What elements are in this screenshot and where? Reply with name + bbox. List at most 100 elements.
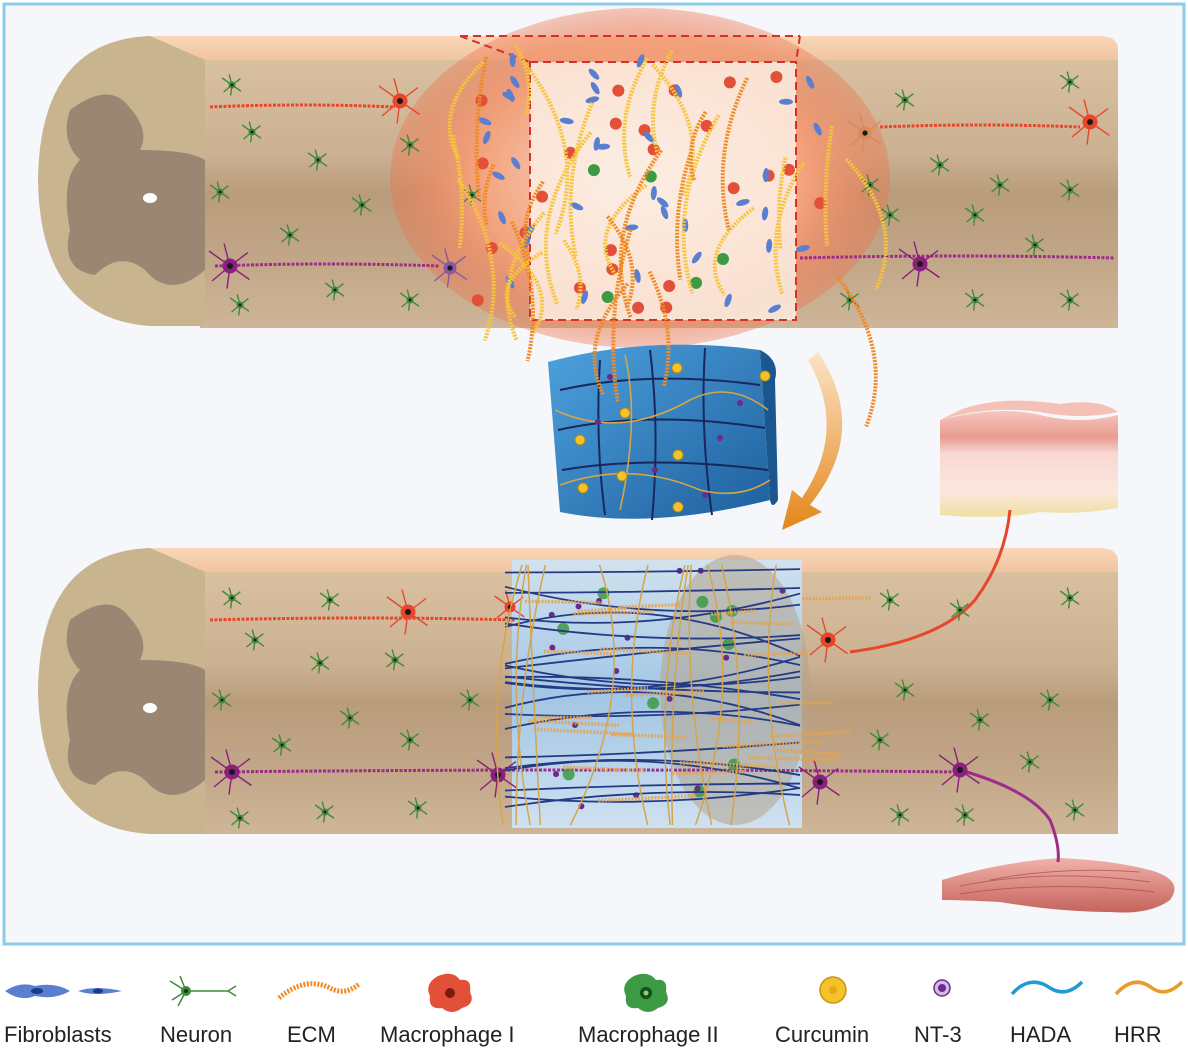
- fibroblast: [643, 131, 655, 143]
- fibroblast: [502, 91, 516, 101]
- legend-label-hrr: HRR: [1114, 1022, 1162, 1047]
- legend-label-macrophage-2: Macrophage II: [578, 1022, 719, 1047]
- fibroblast: [624, 224, 639, 231]
- neuron-green: [989, 174, 1010, 196]
- ecm-fiber: [562, 239, 583, 311]
- fibroblast: [509, 53, 516, 68]
- nucleus: [408, 298, 412, 302]
- aligned-ecm-fiber: [672, 769, 747, 776]
- neuron-green: [407, 797, 428, 819]
- nucleus: [817, 779, 823, 785]
- fibroblast: [478, 117, 492, 126]
- neuron-purple: [938, 747, 980, 793]
- ecm-fiber: [450, 134, 464, 249]
- macrophage-2: [647, 697, 660, 710]
- ecm-fiber: [504, 250, 543, 319]
- hrr-fiber: [767, 564, 791, 826]
- macrophage-2: [601, 291, 614, 304]
- ecm-fiber: [688, 110, 708, 182]
- neuron-green: [221, 587, 242, 609]
- macrophage-1: [632, 301, 645, 314]
- fibroblast: [498, 211, 506, 225]
- hada-fiber: [504, 675, 801, 694]
- fibroblast: [511, 157, 521, 170]
- fibroblast: [691, 251, 702, 264]
- neuron-green: [384, 649, 405, 671]
- neuron-green: [1064, 799, 1085, 821]
- ecm-fiber: [514, 44, 532, 117]
- legend: Fibroblasts Neuron ECM Macrophage I Macr…: [0, 952, 1188, 1052]
- legend-label-macrophage-1: Macrophage I: [380, 1022, 515, 1047]
- nucleus: [1068, 596, 1072, 600]
- nt3-dot: [613, 667, 620, 674]
- macrophage-1: [770, 70, 783, 83]
- nucleus: [280, 743, 284, 747]
- hada-fiber: [504, 782, 801, 792]
- lesion-outline: [529, 61, 797, 321]
- nucleus: [973, 213, 977, 217]
- nucleus: [468, 698, 472, 702]
- aligned-ecm-fiber: [747, 755, 839, 762]
- nucleus: [963, 813, 967, 817]
- nucleus: [888, 213, 892, 217]
- nucleus: [1048, 698, 1052, 702]
- ecm-fiber: [681, 114, 721, 295]
- neuron-purple: [431, 248, 468, 288]
- nucleus: [1068, 298, 1072, 302]
- nucleus: [903, 688, 907, 692]
- ecm-fiber: [773, 161, 806, 296]
- nt3-dot: [553, 771, 560, 778]
- aligned-ecm-fiber: [802, 596, 871, 601]
- nucleus: [227, 263, 233, 269]
- nucleus: [862, 130, 868, 136]
- ecm-fiber-icon: [277, 981, 361, 1000]
- nucleus: [220, 698, 224, 702]
- ecm-fiber: [622, 56, 650, 178]
- aligned-ecm-fiber: [769, 729, 853, 739]
- nucleus: [1087, 119, 1093, 125]
- ecm-fiber: [651, 50, 674, 155]
- nt3-dot: [575, 603, 582, 610]
- neuron-green: [839, 289, 860, 311]
- fibroblast: [510, 76, 520, 89]
- neuron-green: [954, 804, 975, 826]
- legend-label-neuron: Neuron: [160, 1022, 233, 1047]
- ecm-fiber: [651, 63, 695, 197]
- curcumin-icon: [819, 976, 847, 1004]
- aligned-ecm-fiber: [744, 651, 808, 658]
- macrophage-2-icon: [624, 973, 668, 1012]
- nucleus: [288, 233, 292, 237]
- neuron-green: [964, 204, 985, 226]
- hrr-fiber: [515, 564, 531, 826]
- neuron-green: [1039, 689, 1060, 711]
- nucleus: [957, 767, 963, 773]
- neuron-green: [894, 89, 915, 111]
- neuron-green: [969, 709, 990, 731]
- neuron-green: [1059, 179, 1080, 201]
- nucleus: [316, 158, 320, 162]
- aligned-ecm-fiber: [599, 646, 690, 656]
- neuron-green: [929, 154, 950, 176]
- macrophage-1: [485, 241, 498, 254]
- macrophage-1: [700, 119, 713, 132]
- neuron-green: [211, 689, 232, 711]
- fibroblast: [779, 98, 794, 105]
- fibroblast: [674, 84, 683, 98]
- macrophage-1: [663, 280, 676, 293]
- aligned-ecm-fiber: [598, 793, 696, 803]
- nt3-dot: [694, 785, 701, 792]
- macrophage-1: [647, 143, 660, 156]
- nucleus: [1068, 80, 1072, 84]
- fibroblast: [761, 206, 769, 221]
- hada-fiber: [504, 664, 801, 687]
- neuron-green: [307, 149, 328, 171]
- hada-fiber: [504, 622, 801, 640]
- aligned-ecm-fiber: [711, 609, 756, 616]
- ecm-fiber: [823, 125, 835, 246]
- fibroblast: [813, 122, 822, 136]
- fibroblast: [636, 54, 645, 68]
- ecm-fiber: [568, 101, 595, 258]
- hada-fiber: [504, 592, 801, 624]
- nucleus: [1033, 243, 1037, 247]
- nt3-dot: [723, 654, 730, 661]
